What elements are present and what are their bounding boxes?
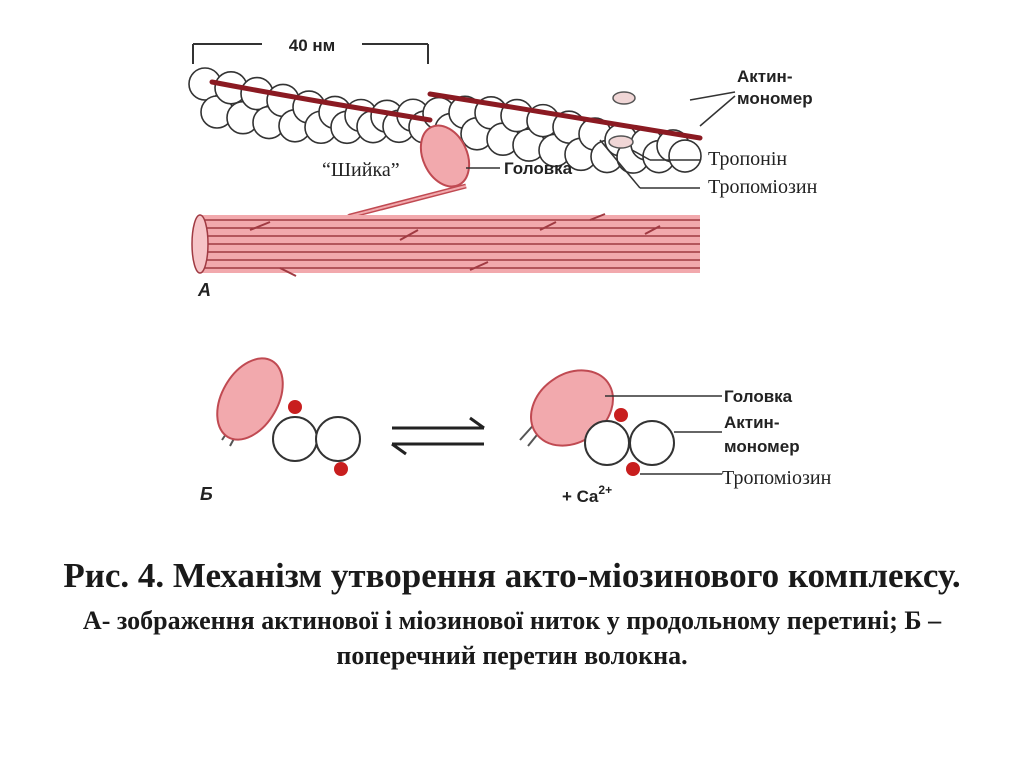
figure-caption: Рис. 4. Механізм утворення акто-міозинов… xyxy=(0,552,1024,673)
calcium-sup: 2+ xyxy=(598,483,612,497)
troponin xyxy=(612,91,636,105)
actomyosin-diagram: 40 нм Актин- моно xyxy=(188,36,832,506)
label-actin-monomer-a1: Актин- xyxy=(737,67,793,86)
label-neck: “Шийка” xyxy=(322,159,400,181)
myosin-filament xyxy=(191,213,700,277)
troponin xyxy=(608,135,634,149)
leader-lines-b xyxy=(605,395,722,475)
tropomyosin-strand xyxy=(209,79,703,141)
label-actin-monomer-b2: мономер xyxy=(724,437,800,456)
caption-subtitle: А- зображення актинової і міозинової нит… xyxy=(82,606,942,670)
label-calcium: + Ca2+ xyxy=(562,483,612,506)
scale-bar xyxy=(192,43,429,64)
label-troponin: Тропонін xyxy=(708,148,787,170)
panel-label-b: Б xyxy=(200,484,213,504)
actin-filament xyxy=(188,67,702,174)
scale-label: 40 нм xyxy=(289,36,335,55)
leader-lines-a xyxy=(466,91,736,189)
label-actin-monomer-a2: мономер xyxy=(737,89,813,108)
label-tropomyosin-b: Тропоміозин xyxy=(722,467,832,489)
myosin-head xyxy=(419,124,471,188)
cross-section-bound xyxy=(519,369,675,476)
label-actin-monomer-b1: Актин- xyxy=(724,413,780,432)
calcium-prefix: + Ca xyxy=(562,487,599,506)
caption-title: Рис. 4. Механізм утворення акто-міозинов… xyxy=(63,556,961,595)
label-tropomyosin-a: Тропоміозин xyxy=(708,176,818,198)
equilibrium-arrows xyxy=(391,416,485,456)
panel-label-a: А xyxy=(197,280,211,300)
actin-monomer xyxy=(668,139,702,173)
label-head-b: Головка xyxy=(724,387,793,406)
label-head-a: Головка xyxy=(504,159,573,178)
cross-section-unbound xyxy=(216,357,361,476)
